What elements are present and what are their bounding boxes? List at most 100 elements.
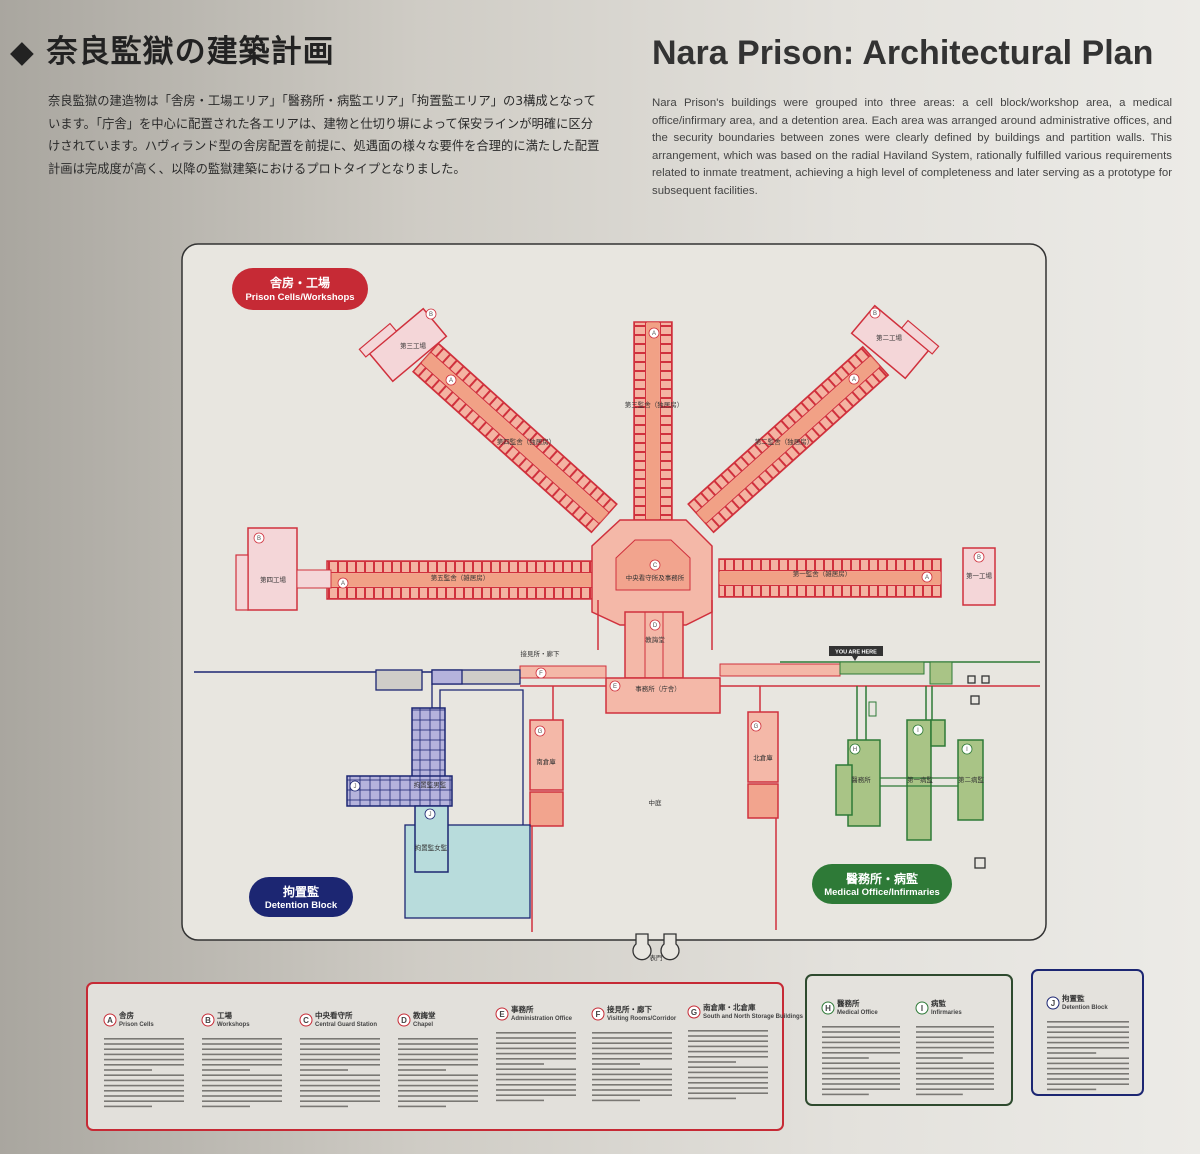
svg-text:I: I bbox=[917, 728, 919, 734]
legend-body-line bbox=[592, 1094, 672, 1096]
legend-body-line bbox=[822, 1067, 900, 1070]
zone-badge-cells: 舎房・工場 Prison Cells/Workshops bbox=[232, 268, 368, 310]
legend-body-line bbox=[822, 1026, 900, 1028]
legend-body-line bbox=[398, 1043, 478, 1045]
legend-key-circle bbox=[299, 1013, 313, 1027]
legend-body-line bbox=[496, 1047, 576, 1050]
legend-body-line bbox=[592, 1063, 640, 1065]
legend-body-line bbox=[104, 1090, 184, 1092]
legend-key: J bbox=[1051, 999, 1055, 1008]
legend-body-line bbox=[822, 1036, 900, 1038]
legend-body-line bbox=[592, 1042, 672, 1044]
legend-label-ja: 醫務所 bbox=[837, 998, 860, 1008]
workshop-3 bbox=[358, 307, 448, 383]
legend-body-line bbox=[916, 1067, 994, 1070]
legend-body-line bbox=[822, 1072, 900, 1075]
legend-body-line bbox=[398, 1058, 478, 1061]
legend-body-line bbox=[300, 1084, 380, 1087]
legend-body-line bbox=[822, 1078, 900, 1080]
legend-label-en: Administration Office bbox=[511, 1016, 573, 1022]
svg-text:A: A bbox=[652, 331, 656, 337]
legend-body-line bbox=[1047, 1041, 1129, 1044]
detention-block-male bbox=[411, 707, 446, 781]
legend-body-line bbox=[202, 1058, 282, 1061]
legend-body-line bbox=[688, 1045, 768, 1048]
legend-label-en: Medical Office bbox=[837, 1010, 878, 1016]
legend-key-circle bbox=[915, 1001, 929, 1015]
legend-body-line bbox=[104, 1048, 184, 1050]
infirmary-2 bbox=[957, 739, 984, 821]
legend-body-line bbox=[1047, 1088, 1097, 1091]
svg-text:B: B bbox=[257, 536, 261, 542]
legend-body-line bbox=[202, 1095, 282, 1097]
legend-box-medical bbox=[805, 974, 1013, 1106]
legend-body-line bbox=[104, 1100, 184, 1102]
svg-text:A: A bbox=[925, 575, 929, 581]
legend-key: D bbox=[401, 1016, 407, 1025]
label-wing-west: 第五監舎（雑居房） bbox=[431, 573, 490, 582]
legend-body-line bbox=[202, 1053, 282, 1056]
svg-text:B: B bbox=[873, 311, 877, 317]
legend-body-line bbox=[202, 1038, 282, 1040]
svg-text:Detention Block: Detention Block bbox=[265, 900, 338, 911]
legend-body-line bbox=[300, 1058, 380, 1061]
legend-body-line bbox=[398, 1090, 478, 1092]
label-detention-1: 拘置監男監 bbox=[414, 780, 447, 789]
svg-text:YOU ARE HERE: YOU ARE HERE bbox=[835, 650, 877, 656]
legend-body-line bbox=[916, 1088, 994, 1090]
legend-body-line bbox=[592, 1078, 672, 1081]
svg-text:D: D bbox=[653, 623, 658, 629]
legend-body-line bbox=[104, 1058, 184, 1061]
legend-body-line bbox=[688, 1092, 768, 1094]
legend-key: E bbox=[499, 1010, 505, 1019]
label-north-storage: 北倉庫 bbox=[753, 753, 773, 762]
legend-label-en: Infirmaries bbox=[931, 1010, 962, 1016]
legend-body-line bbox=[1047, 1083, 1129, 1085]
medical-office bbox=[847, 739, 881, 827]
legend-body-line bbox=[688, 1066, 768, 1068]
svg-text:A: A bbox=[449, 378, 453, 384]
legend-body-line bbox=[1047, 1047, 1129, 1049]
legend-body-line bbox=[300, 1074, 380, 1076]
legend-label-ja: 教誨堂 bbox=[412, 1010, 436, 1020]
legend-body-line bbox=[592, 1084, 672, 1086]
legend-body-line bbox=[688, 1071, 768, 1074]
legend-body-line bbox=[202, 1074, 282, 1076]
svg-text:J: J bbox=[429, 812, 432, 818]
legend-key: A bbox=[107, 1016, 113, 1025]
visiting-rooms-corridor bbox=[519, 665, 607, 679]
legend-body-line bbox=[592, 1047, 672, 1050]
legend-body-line bbox=[300, 1095, 380, 1097]
zone-badge-detention: 拘置監 Detention Block bbox=[249, 877, 353, 917]
legend-body-line bbox=[916, 1036, 994, 1038]
legend-body-line bbox=[1047, 1057, 1129, 1059]
legend-label-en: Central Guard Station bbox=[315, 1022, 377, 1028]
legend-body-line bbox=[822, 1041, 900, 1044]
svg-text:F: F bbox=[539, 671, 543, 677]
legend-body-line bbox=[300, 1064, 380, 1066]
legend-body-line bbox=[1047, 1067, 1129, 1070]
legend-label-ja: 中央看守所 bbox=[315, 1010, 353, 1020]
legend-label-ja: 事務所 bbox=[511, 1004, 534, 1014]
legend-body-line bbox=[1047, 1062, 1129, 1065]
legend-body-line bbox=[916, 1046, 994, 1049]
legend-label-en: Visiting Rooms/Corridor bbox=[607, 1016, 677, 1022]
legend-box-cells bbox=[86, 982, 784, 1131]
legend-body-line bbox=[1047, 1073, 1129, 1075]
legend-label-ja: 拘置監 bbox=[1062, 993, 1085, 1003]
legend-body-line bbox=[496, 1068, 576, 1070]
legend-body-line bbox=[822, 1088, 900, 1090]
legend-body-line bbox=[104, 1095, 184, 1097]
legend-body-line bbox=[688, 1050, 768, 1053]
legend-body-line bbox=[916, 1041, 994, 1044]
svg-text:B: B bbox=[429, 312, 433, 318]
label-south-storage: 南倉庫 bbox=[536, 757, 556, 766]
legend-body-line bbox=[202, 1064, 282, 1066]
legend-body-line bbox=[496, 1032, 576, 1034]
legend-body-line bbox=[592, 1052, 672, 1055]
